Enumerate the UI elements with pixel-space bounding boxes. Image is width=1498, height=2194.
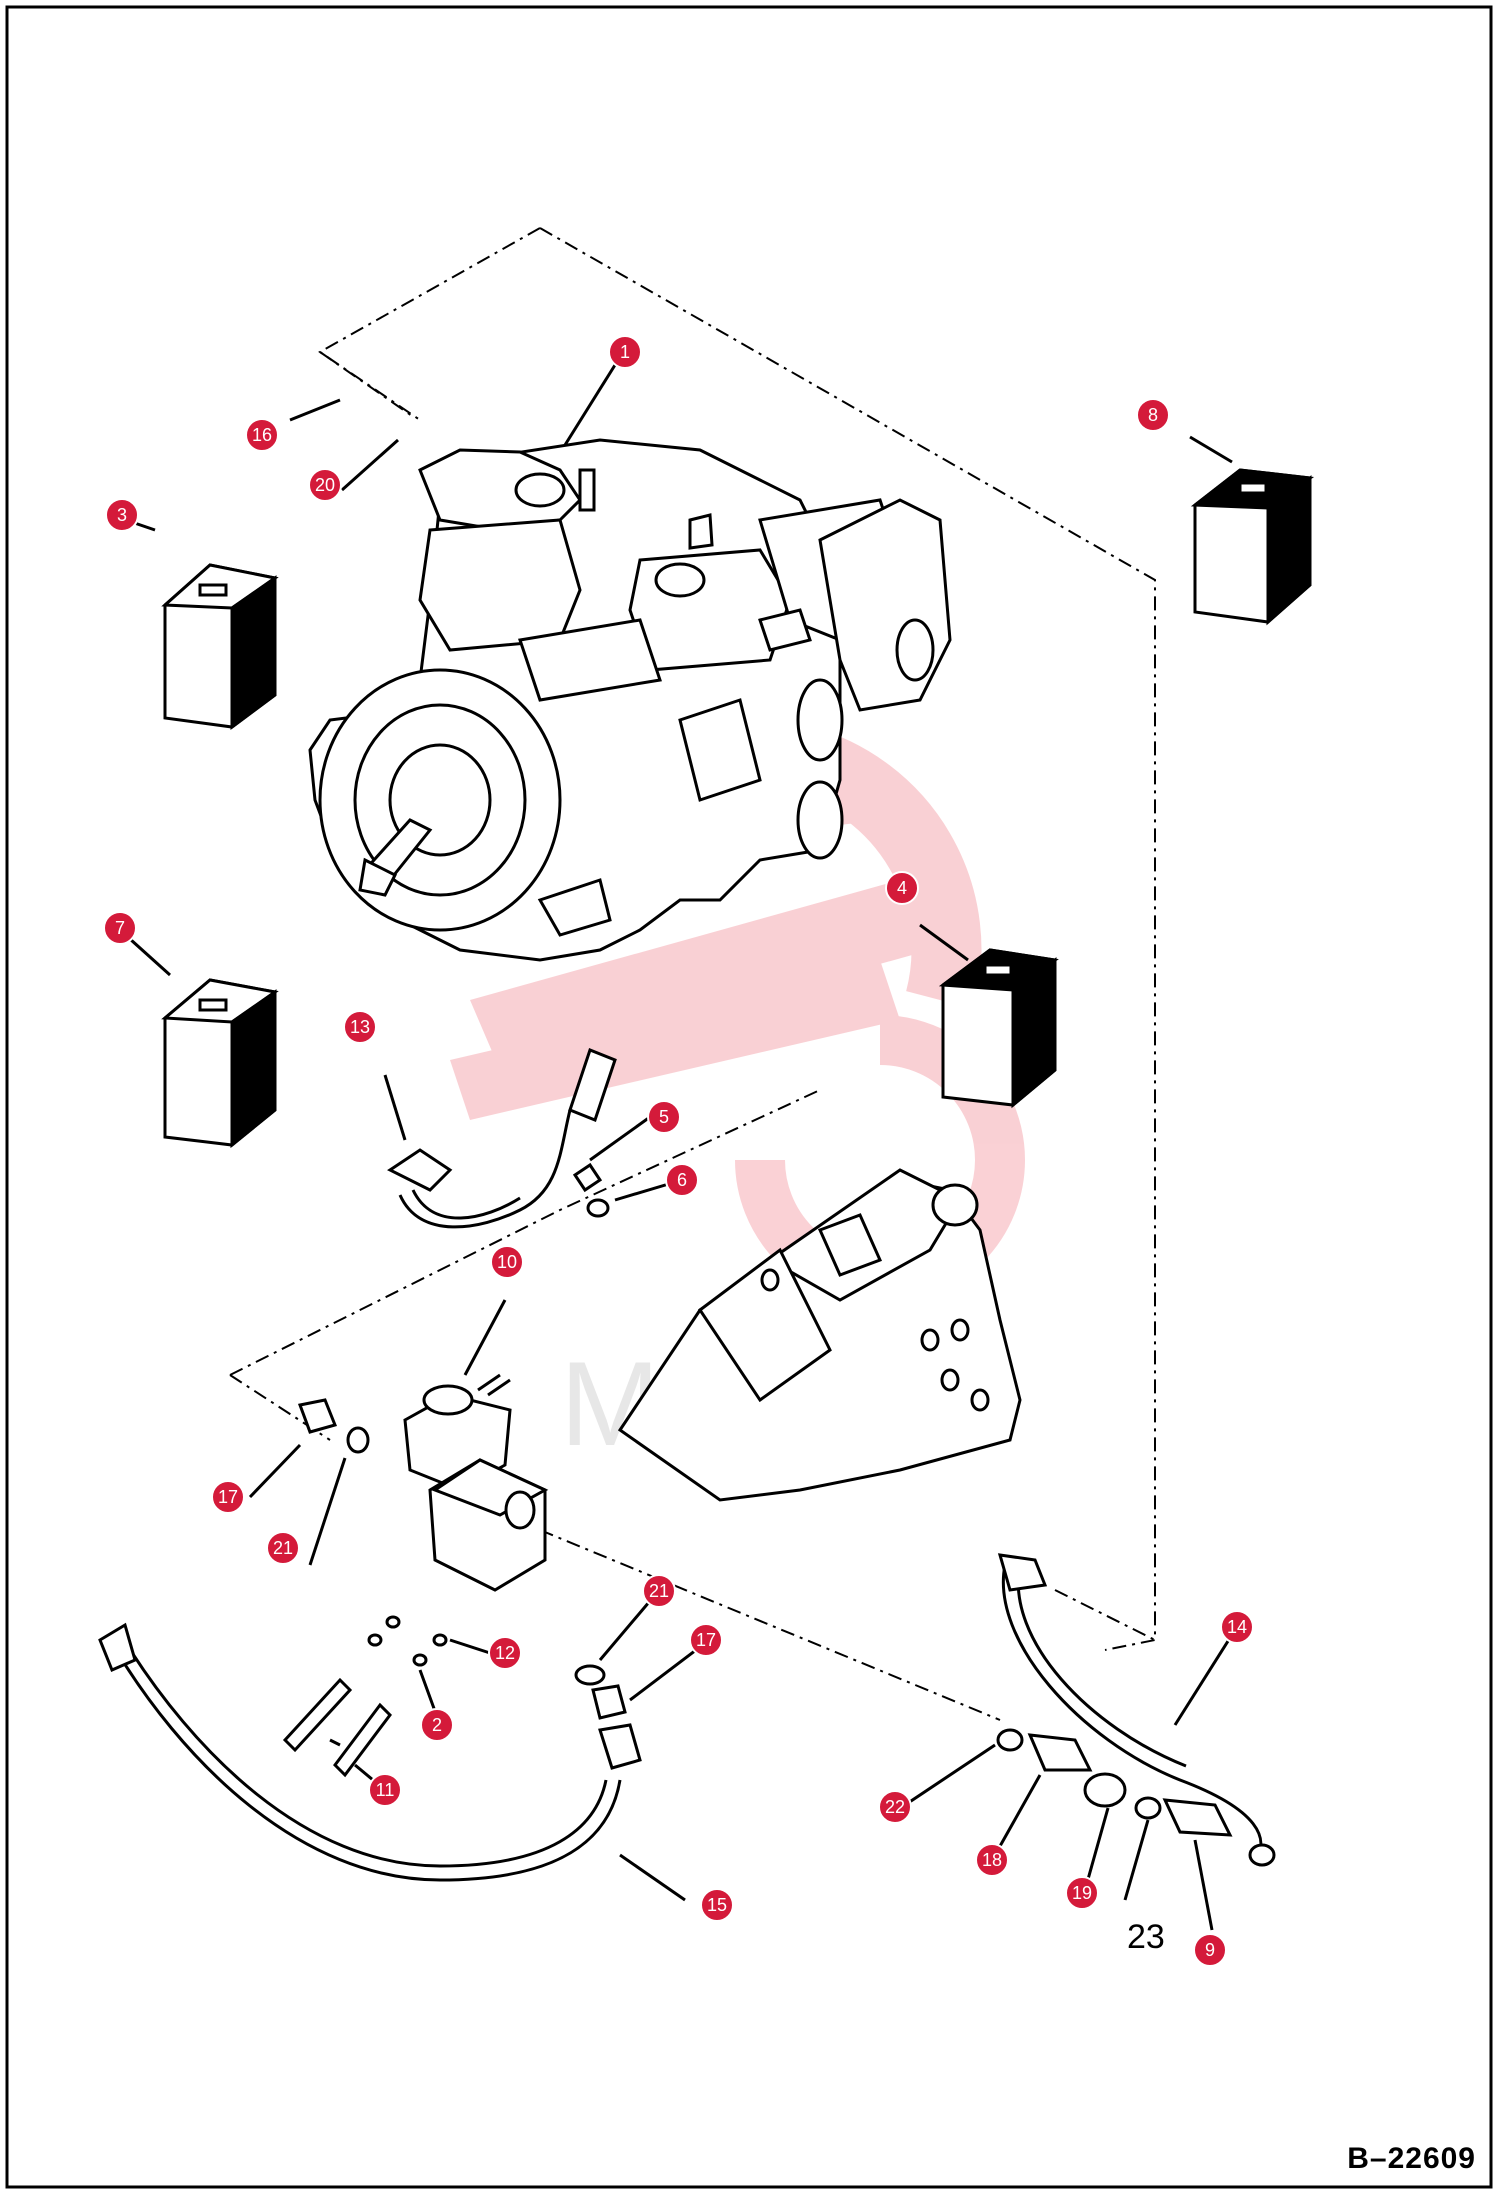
svg-text:15: 15	[707, 1895, 727, 1915]
printed-reference-numbers: 23	[1127, 1918, 1165, 1956]
svg-text:7: 7	[115, 918, 125, 938]
callout-10[interactable]: 10	[490, 1245, 524, 1279]
svg-text:10: 10	[497, 1252, 517, 1272]
fitting-17-left	[297, 1398, 370, 1454]
callout-7[interactable]: 7	[103, 911, 137, 945]
callout-8[interactable]: 8	[1136, 398, 1170, 432]
svg-text:21: 21	[649, 1581, 669, 1601]
svg-text:1: 1	[620, 342, 630, 362]
hose-15	[98, 1622, 622, 1882]
svg-text:11: 11	[376, 1780, 395, 1800]
svg-text:19: 19	[1072, 1883, 1092, 1903]
svg-text:16: 16	[252, 425, 272, 445]
callout-2[interactable]: 2	[420, 1708, 454, 1742]
hose-13	[387, 1048, 617, 1229]
callout-13[interactable]: 13	[343, 1010, 377, 1044]
decal-7	[161, 978, 279, 1149]
svg-text:2: 2	[432, 1715, 442, 1735]
svg-text:4: 4	[897, 878, 907, 898]
svg-text:17: 17	[218, 1487, 238, 1507]
o-rings-2-12	[367, 1615, 448, 1667]
svg-text:18: 18	[982, 1850, 1002, 1870]
callout-6[interactable]: 6	[665, 1163, 699, 1197]
fitting-5	[572, 1162, 610, 1218]
fitting-chain	[996, 1728, 1233, 1837]
mounting-bracket	[617, 1168, 1022, 1502]
callout-22[interactable]: 22	[878, 1790, 912, 1824]
callout-21-right[interactable]: 21	[642, 1574, 676, 1608]
callout-3[interactable]: 3	[105, 498, 139, 532]
svg-text:20: 20	[315, 475, 335, 495]
callout-9[interactable]: 9	[1193, 1933, 1227, 1967]
svg-text:3: 3	[117, 505, 127, 525]
sheet-border	[5, 5, 1493, 2189]
callout-21-left[interactable]: 21	[266, 1531, 300, 1565]
svg-text:8: 8	[1148, 405, 1158, 425]
ref-number-23: 23	[1127, 1918, 1165, 1956]
callout-bubbles: 1 2 3 4 5 6 7 8 9 10 11 12 13 14 15 16 1…	[103, 335, 1254, 1967]
decal-3	[161, 563, 279, 730]
hose-14	[997, 1553, 1276, 1867]
callout-5[interactable]: 5	[647, 1100, 681, 1134]
fitting-17-right	[574, 1664, 642, 1770]
solenoid-valve	[403, 1373, 549, 1592]
svg-text:14: 14	[1227, 1617, 1247, 1637]
callout-15[interactable]: 15	[700, 1888, 734, 1922]
svg-text:17: 17	[696, 1630, 716, 1650]
svg-text:22: 22	[885, 1797, 905, 1817]
callout-11[interactable]: 11	[368, 1773, 402, 1807]
callout-20[interactable]: 20	[308, 468, 342, 502]
svg-text:6: 6	[677, 1170, 687, 1190]
svg-text:9: 9	[1205, 1940, 1215, 1960]
callout-17-right[interactable]: 17	[689, 1623, 723, 1657]
decal-4	[938, 948, 1059, 1109]
svg-text:21: 21	[273, 1538, 293, 1558]
hydraulic-pump-assembly	[308, 438, 952, 962]
svg-text:13: 13	[350, 1017, 370, 1037]
decal-8	[1190, 468, 1315, 626]
callout-12[interactable]: 12	[488, 1636, 522, 1670]
bolts-11	[282, 1677, 392, 1778]
callout-4[interactable]: 4	[885, 871, 919, 905]
callout-19[interactable]: 19	[1065, 1876, 1099, 1910]
svg-text:12: 12	[495, 1643, 515, 1663]
drawing-number: B–22609	[1347, 2142, 1476, 2175]
callout-leaders	[118, 364, 1237, 1931]
callout-1[interactable]: 1	[608, 335, 642, 369]
callout-16[interactable]: 16	[245, 418, 279, 452]
callout-14[interactable]: 14	[1220, 1610, 1254, 1644]
svg-text:5: 5	[659, 1107, 669, 1127]
callout-17-left[interactable]: 17	[211, 1480, 245, 1514]
callout-18[interactable]: 18	[975, 1843, 1009, 1877]
